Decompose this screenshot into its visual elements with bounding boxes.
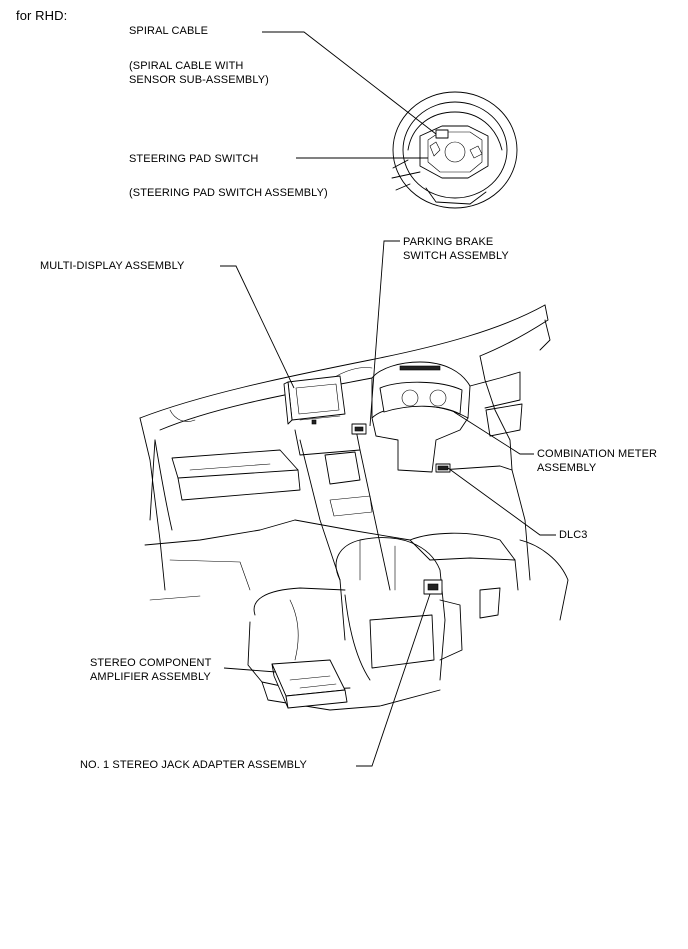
parking-brake-switch-part [351, 423, 367, 435]
stereo-jack-part [423, 579, 443, 595]
multi-display-part [283, 375, 346, 425]
multi-display-label: MULTI-DISPLAY ASSEMBLY [40, 260, 185, 272]
parking-brake-label-line2: SWITCH ASSEMBLY [403, 250, 509, 262]
leader-lines [220, 31, 556, 767]
dlc3-label: DLC3 [559, 529, 588, 541]
stereo-amp-label-line2: AMPLIFIER ASSEMBLY [90, 671, 211, 683]
leader-stereo-amp [223, 667, 277, 673]
steering-pad-switch-sub-label: (STEERING PAD SWITCH ASSEMBLY) [129, 187, 328, 199]
dashboard-illustration [139, 304, 569, 711]
spiral-cable-sub-label-line1: (SPIRAL CABLE WITH [129, 60, 244, 72]
leader-combination-meter [453, 411, 534, 455]
stereo-amplifier-part [271, 659, 348, 709]
leader-spiral-cable [262, 31, 437, 135]
combination-meter-part [379, 365, 463, 415]
variant-header: for RHD: [16, 8, 68, 23]
leader-stereo-jack [356, 593, 431, 767]
dlc3-part [435, 463, 451, 473]
leader-parking-brake [369, 240, 400, 427]
steering-wheel-illustration [391, 91, 518, 209]
leader-multi-display [220, 265, 295, 389]
parking-brake-label-line1: PARKING BRAKE [403, 236, 494, 248]
stereo-amp-label-line1: STEREO COMPONENT [90, 657, 212, 669]
combination-meter-label-line2: ASSEMBLY [537, 462, 597, 474]
spiral-cable-label: SPIRAL CABLE [129, 25, 209, 37]
steering-pad-switch-label: STEERING PAD SWITCH [129, 153, 259, 165]
leader-dlc3 [447, 467, 556, 536]
spiral-cable-sub-label-line2: SENSOR SUB-ASSEMBLY) [129, 74, 269, 86]
combination-meter-label-line1: COMBINATION METER [537, 448, 658, 460]
stereo-jack-label: NO. 1 STEREO JACK ADAPTER ASSEMBLY [80, 759, 307, 771]
